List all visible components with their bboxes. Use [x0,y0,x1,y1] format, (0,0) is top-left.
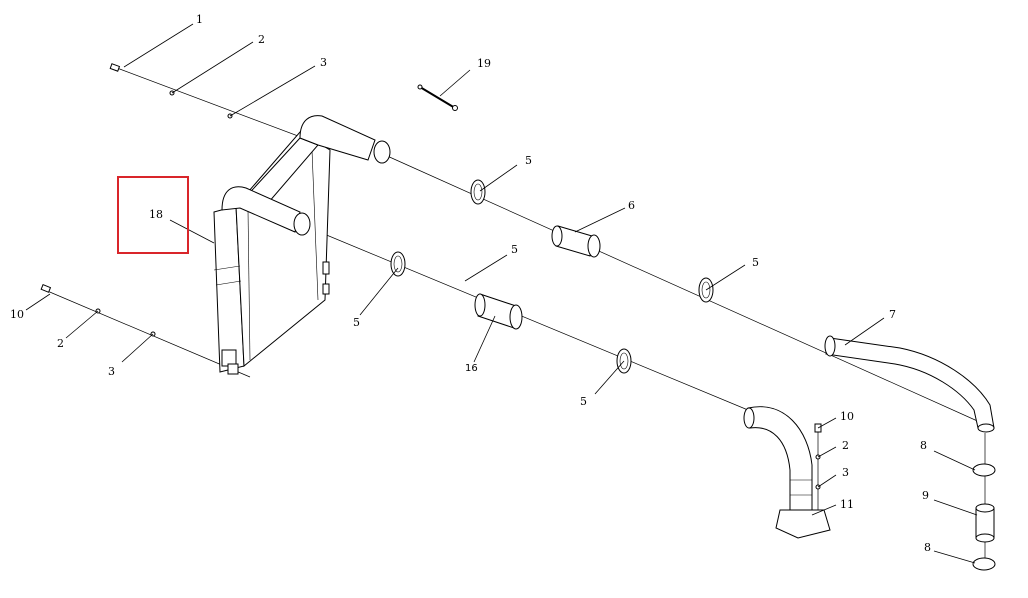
bolt-part-1 [109,63,233,119]
callout-5-c: 5 [752,256,759,269]
callout-1: 1 [196,13,203,26]
callout-10-right: 10 [840,410,854,423]
callout-9: 9 [922,489,929,502]
callout-5-b: 5 [511,243,518,256]
hose-clamps-part-5 [390,179,714,374]
callout-8-bottom: 8 [924,541,931,554]
callout-11: 11 [840,498,854,511]
bolt-part-10-left [40,283,156,337]
assembly-axes [44,67,994,570]
callout-18: 18 [149,208,163,221]
callout-7: 7 [889,308,896,321]
callout-labels: 1 2 3 19 5 6 18 5 5 5 10 2 3 16 5 7 10 2… [10,13,931,554]
callout-6: 6 [628,199,635,212]
hose-part-6 [551,225,601,258]
pipe-part-11 [743,406,831,539]
callout-5-e: 5 [580,395,587,408]
callout-2-left: 2 [57,337,64,350]
pipe-part-7 [824,335,995,433]
intercooler-part-18 [213,115,391,375]
callout-16: 16 [465,363,478,374]
callout-8-top: 8 [920,439,927,452]
callout-19: 19 [477,57,491,70]
callout-5-a: 5 [525,154,532,167]
clamps-part-8 [972,463,996,571]
callout-2-top: 2 [258,33,265,46]
leader-lines [25,23,978,564]
hose-part-9 [975,503,995,543]
hose-part-16 [474,293,523,330]
callout-3-left: 3 [108,365,115,378]
callout-2-right: 2 [842,439,849,452]
callout-3-right: 3 [842,466,849,479]
callout-5-d: 5 [353,316,360,329]
callout-10-left: 10 [10,308,24,321]
highlight-box-part-18 [117,176,189,254]
strap-part-19 [417,84,458,111]
callout-3-top: 3 [320,56,327,69]
